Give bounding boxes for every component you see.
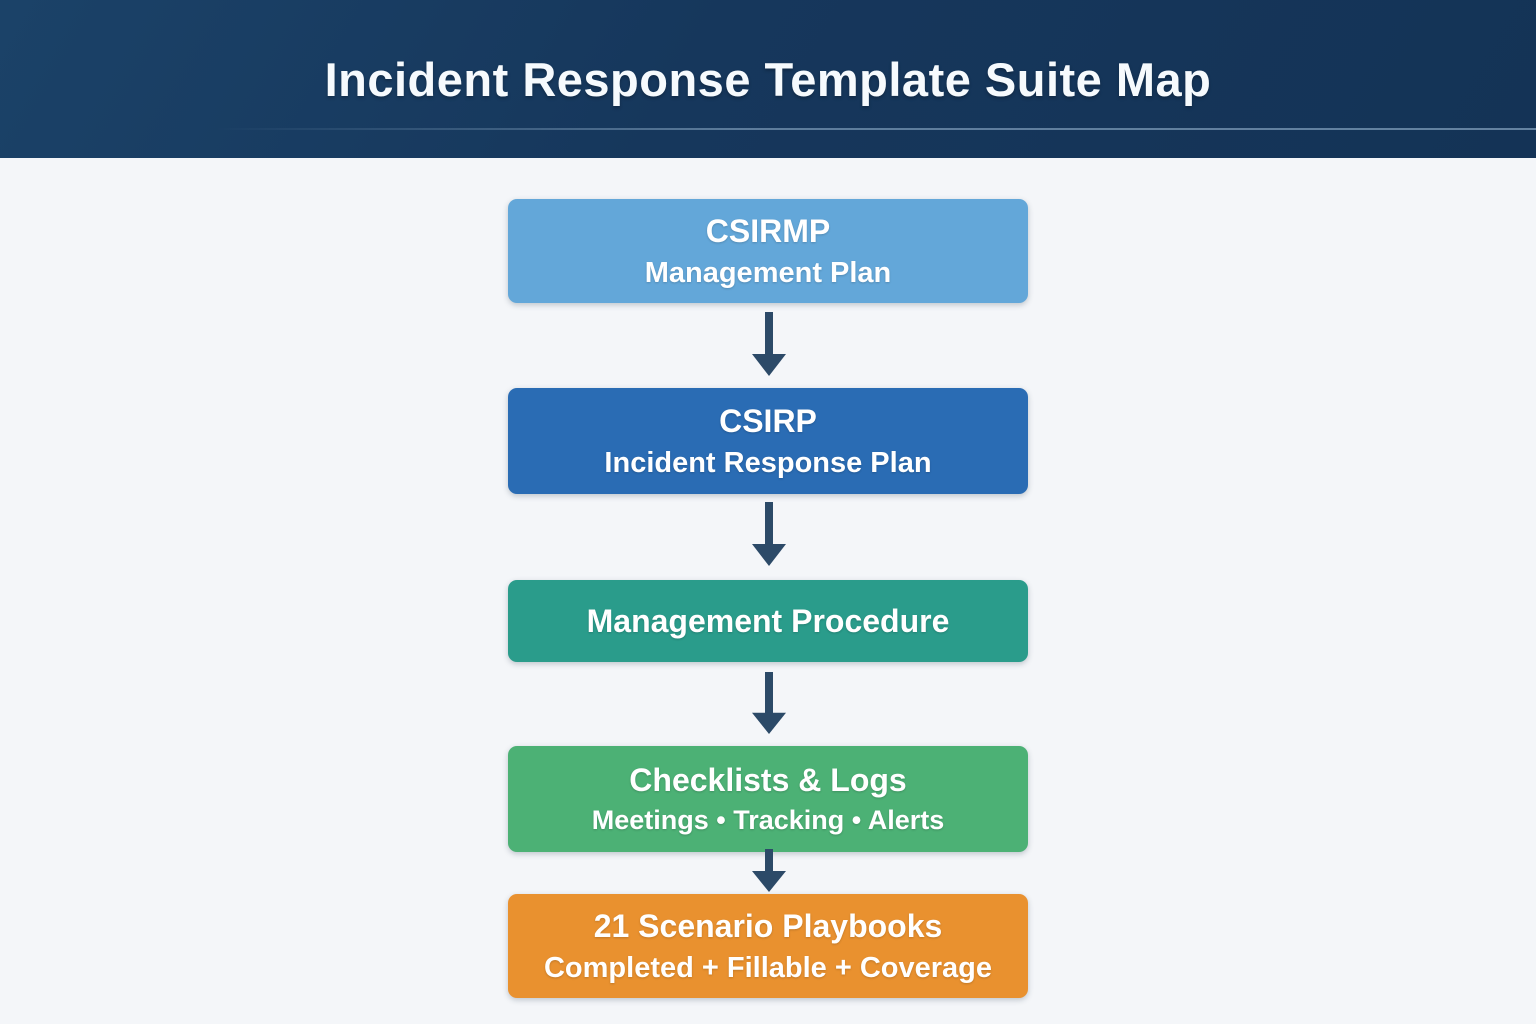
node-csirp-incident-response-plan: CSIRP Incident Response Plan: [508, 388, 1028, 494]
node-subtitle: Meetings • Tracking • Alerts: [591, 805, 945, 836]
flow-arrow-down-icon: [752, 502, 786, 566]
node-title: CSIRP: [719, 402, 817, 439]
node-title: 21 Scenario Playbooks: [593, 907, 943, 944]
banner-divider: [215, 128, 1536, 130]
flow-arrow-down-icon: [752, 672, 786, 734]
node-title: CSIRMP: [705, 212, 831, 249]
flow-arrow-down-icon: [752, 312, 786, 376]
node-csirmp-management-plan: CSIRMP Management Plan: [508, 199, 1028, 303]
node-subtitle: Management Plan: [644, 257, 892, 290]
header-banner: Incident Response Template Suite Map: [0, 0, 1536, 158]
node-title: Checklists & Logs: [629, 762, 907, 799]
node-subtitle: Completed + Fillable + Coverage: [543, 952, 993, 985]
flow-arrow-down-icon: [752, 849, 786, 892]
node-subtitle: Incident Response Plan: [604, 447, 932, 480]
node-title: Management Procedure: [586, 602, 950, 639]
page-title: Incident Response Template Suite Map: [324, 53, 1212, 106]
node-management-procedure: Management Procedure: [508, 580, 1028, 662]
node-checklists-and-logs: Checklists & Logs Meetings • Tracking • …: [508, 746, 1028, 852]
node-scenario-playbooks: 21 Scenario Playbooks Completed + Fillab…: [508, 894, 1028, 998]
